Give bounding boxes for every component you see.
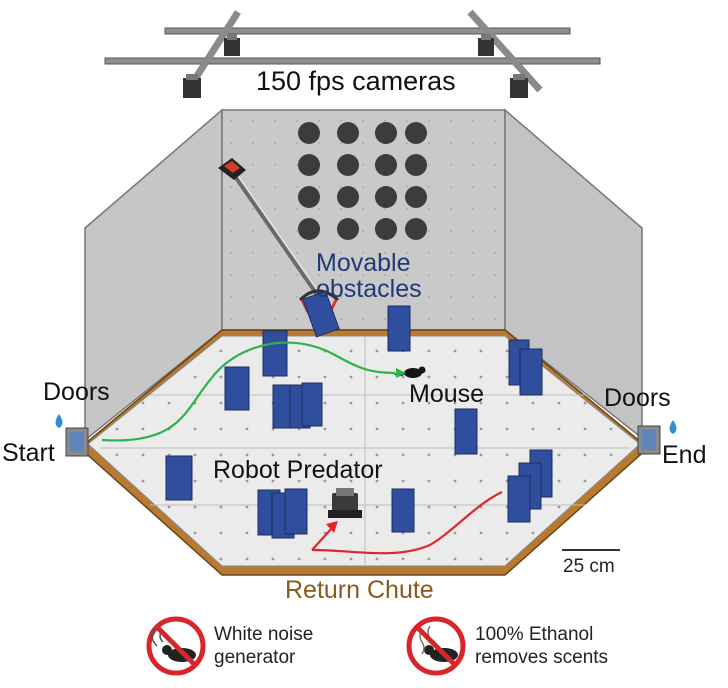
wall-holes xyxy=(298,122,427,240)
robot-predator xyxy=(328,488,362,518)
obstacle xyxy=(391,488,415,533)
obstacle xyxy=(284,488,308,535)
camera-rig xyxy=(104,9,601,98)
doors-left-label: Doors xyxy=(43,378,110,406)
legend-ethanol-label: 100% Ethanol removes scents xyxy=(475,624,609,668)
mouse-icon xyxy=(393,366,426,378)
end-label: End xyxy=(662,441,707,469)
mouse-label: Mouse xyxy=(409,380,485,408)
obstacle xyxy=(507,475,531,523)
obstacle xyxy=(454,408,478,455)
robot-predator-label: Robot Predator xyxy=(213,456,383,484)
obstacle xyxy=(262,330,288,377)
scale-bar-label: 25 cm xyxy=(563,556,615,577)
door-right-icon xyxy=(637,425,661,455)
robot-arm xyxy=(218,158,340,338)
cameras-label: 150 fps cameras xyxy=(256,66,456,96)
doors-right-label: Doors xyxy=(604,384,671,412)
door-left-icon xyxy=(65,427,89,457)
obstacle xyxy=(224,366,250,411)
return-chute-label: Return Chute xyxy=(285,576,434,604)
camera-icon xyxy=(183,74,201,98)
camera-icon xyxy=(224,34,240,56)
obstacle xyxy=(387,305,411,352)
obstacle xyxy=(301,382,323,427)
water-drop-icon xyxy=(669,420,677,434)
movable-obstacles-label: Movable obstacles xyxy=(316,249,422,304)
no-scent-mouse-icon xyxy=(406,616,466,676)
obstacle xyxy=(519,348,543,396)
start-label: Start xyxy=(2,439,55,467)
no-sound-mouse-icon xyxy=(146,616,206,676)
legend-white-noise-label: White noise generator xyxy=(214,624,314,668)
camera-icon xyxy=(478,34,494,56)
red-path xyxy=(311,491,503,555)
green-path xyxy=(101,341,396,442)
obstacle xyxy=(165,455,193,501)
obstacles xyxy=(165,305,553,539)
water-drop-icon xyxy=(55,414,63,428)
camera-icon xyxy=(510,74,528,98)
